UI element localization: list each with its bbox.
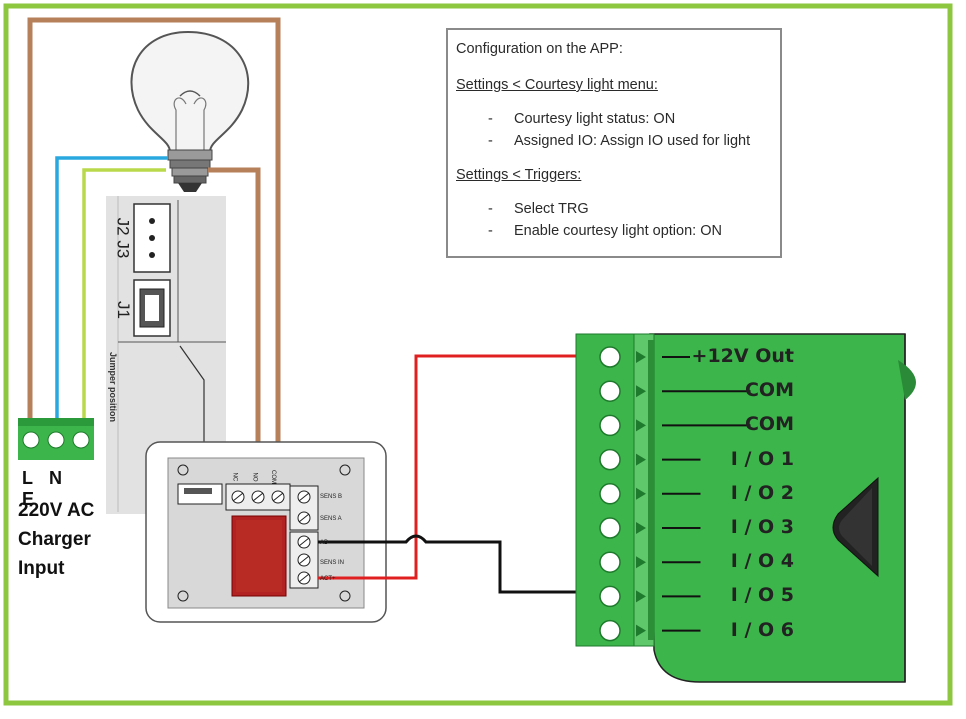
terminal-screw	[599, 483, 621, 505]
label-l: L	[22, 468, 33, 488]
terminal-screw	[599, 414, 621, 437]
wire-brown-bulb	[208, 167, 261, 476]
terminal-arrow	[636, 522, 646, 534]
relay-module	[145, 441, 387, 623]
wire-blue-n	[55, 156, 168, 420]
lne-terminal-block	[18, 418, 94, 460]
charger-line2: Charger	[18, 529, 91, 550]
terminal-arrow	[636, 556, 646, 569]
jumper-position-label: Jumper position	[108, 352, 118, 423]
terminal-label: +12V Out	[691, 345, 794, 367]
config-section2-heading: Settings < Triggers:	[456, 167, 582, 183]
relay-sens-in-label: SENS IN	[320, 560, 345, 566]
terminal-arrow	[636, 453, 646, 466]
wire-brown-l	[27, 17, 281, 476]
config-item: -Select TRG	[488, 201, 589, 217]
terminal-label: COM	[744, 379, 794, 402]
wire-black	[318, 534, 596, 594]
terminal-label: COM	[744, 413, 794, 436]
terminal-screw	[599, 380, 621, 402]
terminal-label: I / O 5	[730, 584, 794, 607]
relay-no-label: NO	[251, 472, 258, 482]
terminal-arrow	[636, 385, 646, 398]
light-bulb-icon	[130, 30, 250, 192]
config-section1-heading: Settings < Courtesy light menu:	[456, 77, 658, 93]
relay-ad-label: AD	[320, 540, 329, 546]
terminal-screw	[599, 551, 621, 573]
relay-sens-b-label: SENS B	[320, 494, 343, 500]
terminal-label: I / O 3	[730, 516, 794, 538]
terminal-screw	[599, 346, 621, 368]
j1-label: J1	[113, 301, 133, 319]
terminal-screw	[599, 517, 621, 539]
terminal-screw	[599, 585, 621, 608]
terminal-label: I / O 2	[730, 481, 794, 504]
outer-frame	[3, 3, 953, 706]
label-n: N	[49, 468, 62, 488]
terminal-arrow	[636, 487, 646, 500]
label-e: E	[22, 489, 35, 509]
terminal-label: I / O 6	[730, 618, 794, 641]
terminal-arrow	[636, 590, 646, 603]
relay-com-label: COM	[270, 470, 276, 484]
charger-line3: Input	[18, 558, 65, 579]
j2-j3-label: J2 J3	[113, 217, 133, 259]
relay-act-label: ACT+	[320, 576, 336, 582]
configuration-box: Configuration on the APP: Settings < Cou…	[446, 28, 782, 258]
config-item: -Assigned IO: Assign IO used for light	[488, 133, 751, 149]
terminal-screw	[599, 448, 621, 471]
config-item: -Enable courtesy light option: ON	[488, 223, 722, 239]
config-title: Configuration on the APP:	[456, 41, 623, 57]
charger-line1: 220V AC	[18, 500, 95, 521]
relay-sens-a-label: SENS A	[320, 516, 342, 522]
terminal-label: I / O 1	[730, 447, 794, 470]
terminal-label: I / O 4	[730, 550, 794, 573]
config-item: -Courtesy light status: ON	[488, 111, 676, 127]
terminal-arrow	[636, 419, 646, 432]
terminal-screw	[599, 619, 621, 642]
wire-red	[318, 354, 596, 580]
wire-green-e	[82, 168, 166, 420]
relay-nc-label: NC	[231, 472, 238, 482]
terminal-arrow	[636, 624, 646, 637]
terminal-arrow	[636, 351, 646, 363]
charger-input-label: 220V AC Charger Input	[18, 496, 94, 583]
